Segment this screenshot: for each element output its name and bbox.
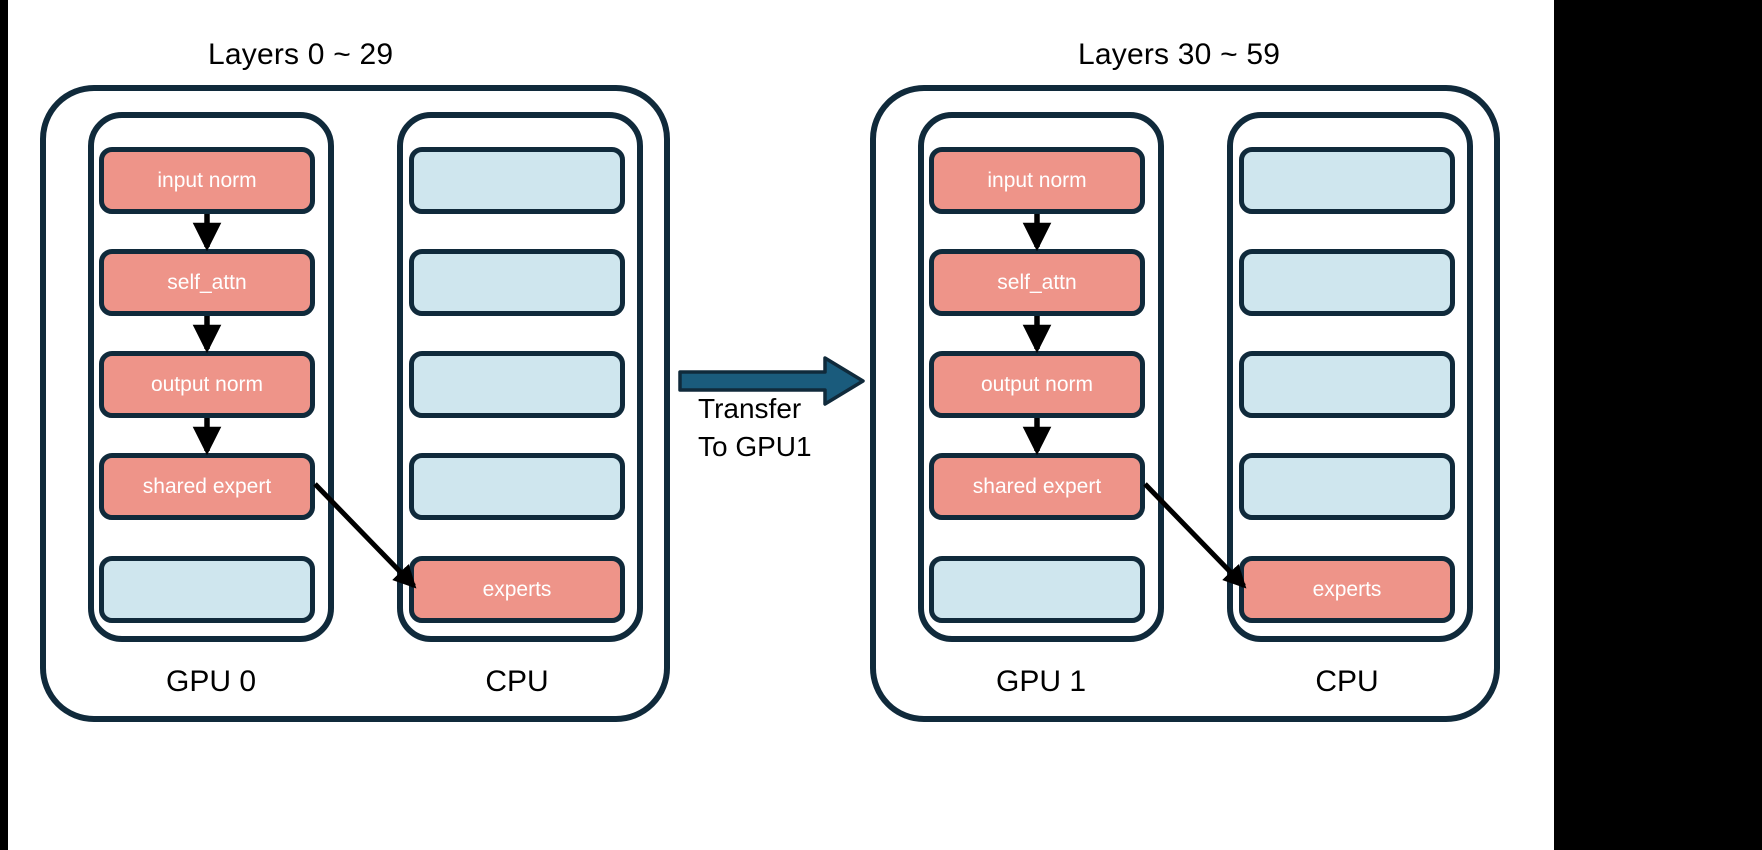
device-label-cpu-right: CPU <box>1315 665 1379 698</box>
block-experts-cpu-left[interactable]: experts <box>409 556 625 623</box>
block-shared-expert-gpu1[interactable]: shared expert <box>929 453 1145 520</box>
block-empty-cpu-right-2[interactable] <box>1239 249 1455 316</box>
device-label-gpu1: GPU 1 <box>995 665 1087 698</box>
transfer-label-line1: Transfer <box>698 393 802 424</box>
block-input-norm-gpu0[interactable]: input norm <box>99 147 315 214</box>
block-empty-cpu-right-4[interactable] <box>1239 453 1455 520</box>
block-experts-cpu-right[interactable]: experts <box>1239 556 1455 623</box>
block-label: output norm <box>980 372 1094 396</box>
block-output-norm-gpu0[interactable]: output norm <box>99 351 315 418</box>
block-self-attn-gpu1[interactable]: self_attn <box>929 249 1145 316</box>
block-empty-cpu-left-2[interactable] <box>409 249 625 316</box>
panel-title-right: Layers 30 ~ 59 <box>1078 38 1281 71</box>
block-output-norm-gpu1[interactable]: output norm <box>929 351 1145 418</box>
block-empty-cpu-left-1[interactable] <box>409 147 625 214</box>
block-self-attn-gpu0[interactable]: self_attn <box>99 249 315 316</box>
block-empty-cpu-right-3[interactable] <box>1239 351 1455 418</box>
block-input-norm-gpu1[interactable]: input norm <box>929 147 1145 214</box>
block-label: input norm <box>157 168 257 192</box>
block-empty-cpu-right-1[interactable] <box>1239 147 1455 214</box>
transfer-label-line2: To GPU1 <box>698 430 812 462</box>
block-empty-cpu-left-4[interactable] <box>409 453 625 520</box>
block-empty-gpu0[interactable] <box>99 556 315 623</box>
block-label: experts <box>1312 577 1382 601</box>
device-label-cpu-left: CPU <box>485 665 549 698</box>
block-label: shared expert <box>972 474 1102 498</box>
device-label-gpu0: GPU 0 <box>165 665 257 698</box>
block-empty-cpu-left-3[interactable] <box>409 351 625 418</box>
diagram-content: Layers 0 ~ 29 input norm self_attn outpu… <box>8 0 1554 850</box>
block-label: input norm <box>987 168 1087 192</box>
panel-title-left: Layers 0 ~ 29 <box>208 38 394 71</box>
block-empty-gpu1[interactable] <box>929 556 1145 623</box>
block-label: output norm <box>150 372 264 396</box>
block-shared-expert-gpu0[interactable]: shared expert <box>99 453 315 520</box>
block-label: self_attn <box>997 270 1077 294</box>
block-label: self_attn <box>167 270 247 294</box>
block-label: experts <box>482 577 552 601</box>
block-label: shared expert <box>142 474 272 498</box>
transfer-arrow-label: Transfer To GPU1 <box>698 390 812 466</box>
